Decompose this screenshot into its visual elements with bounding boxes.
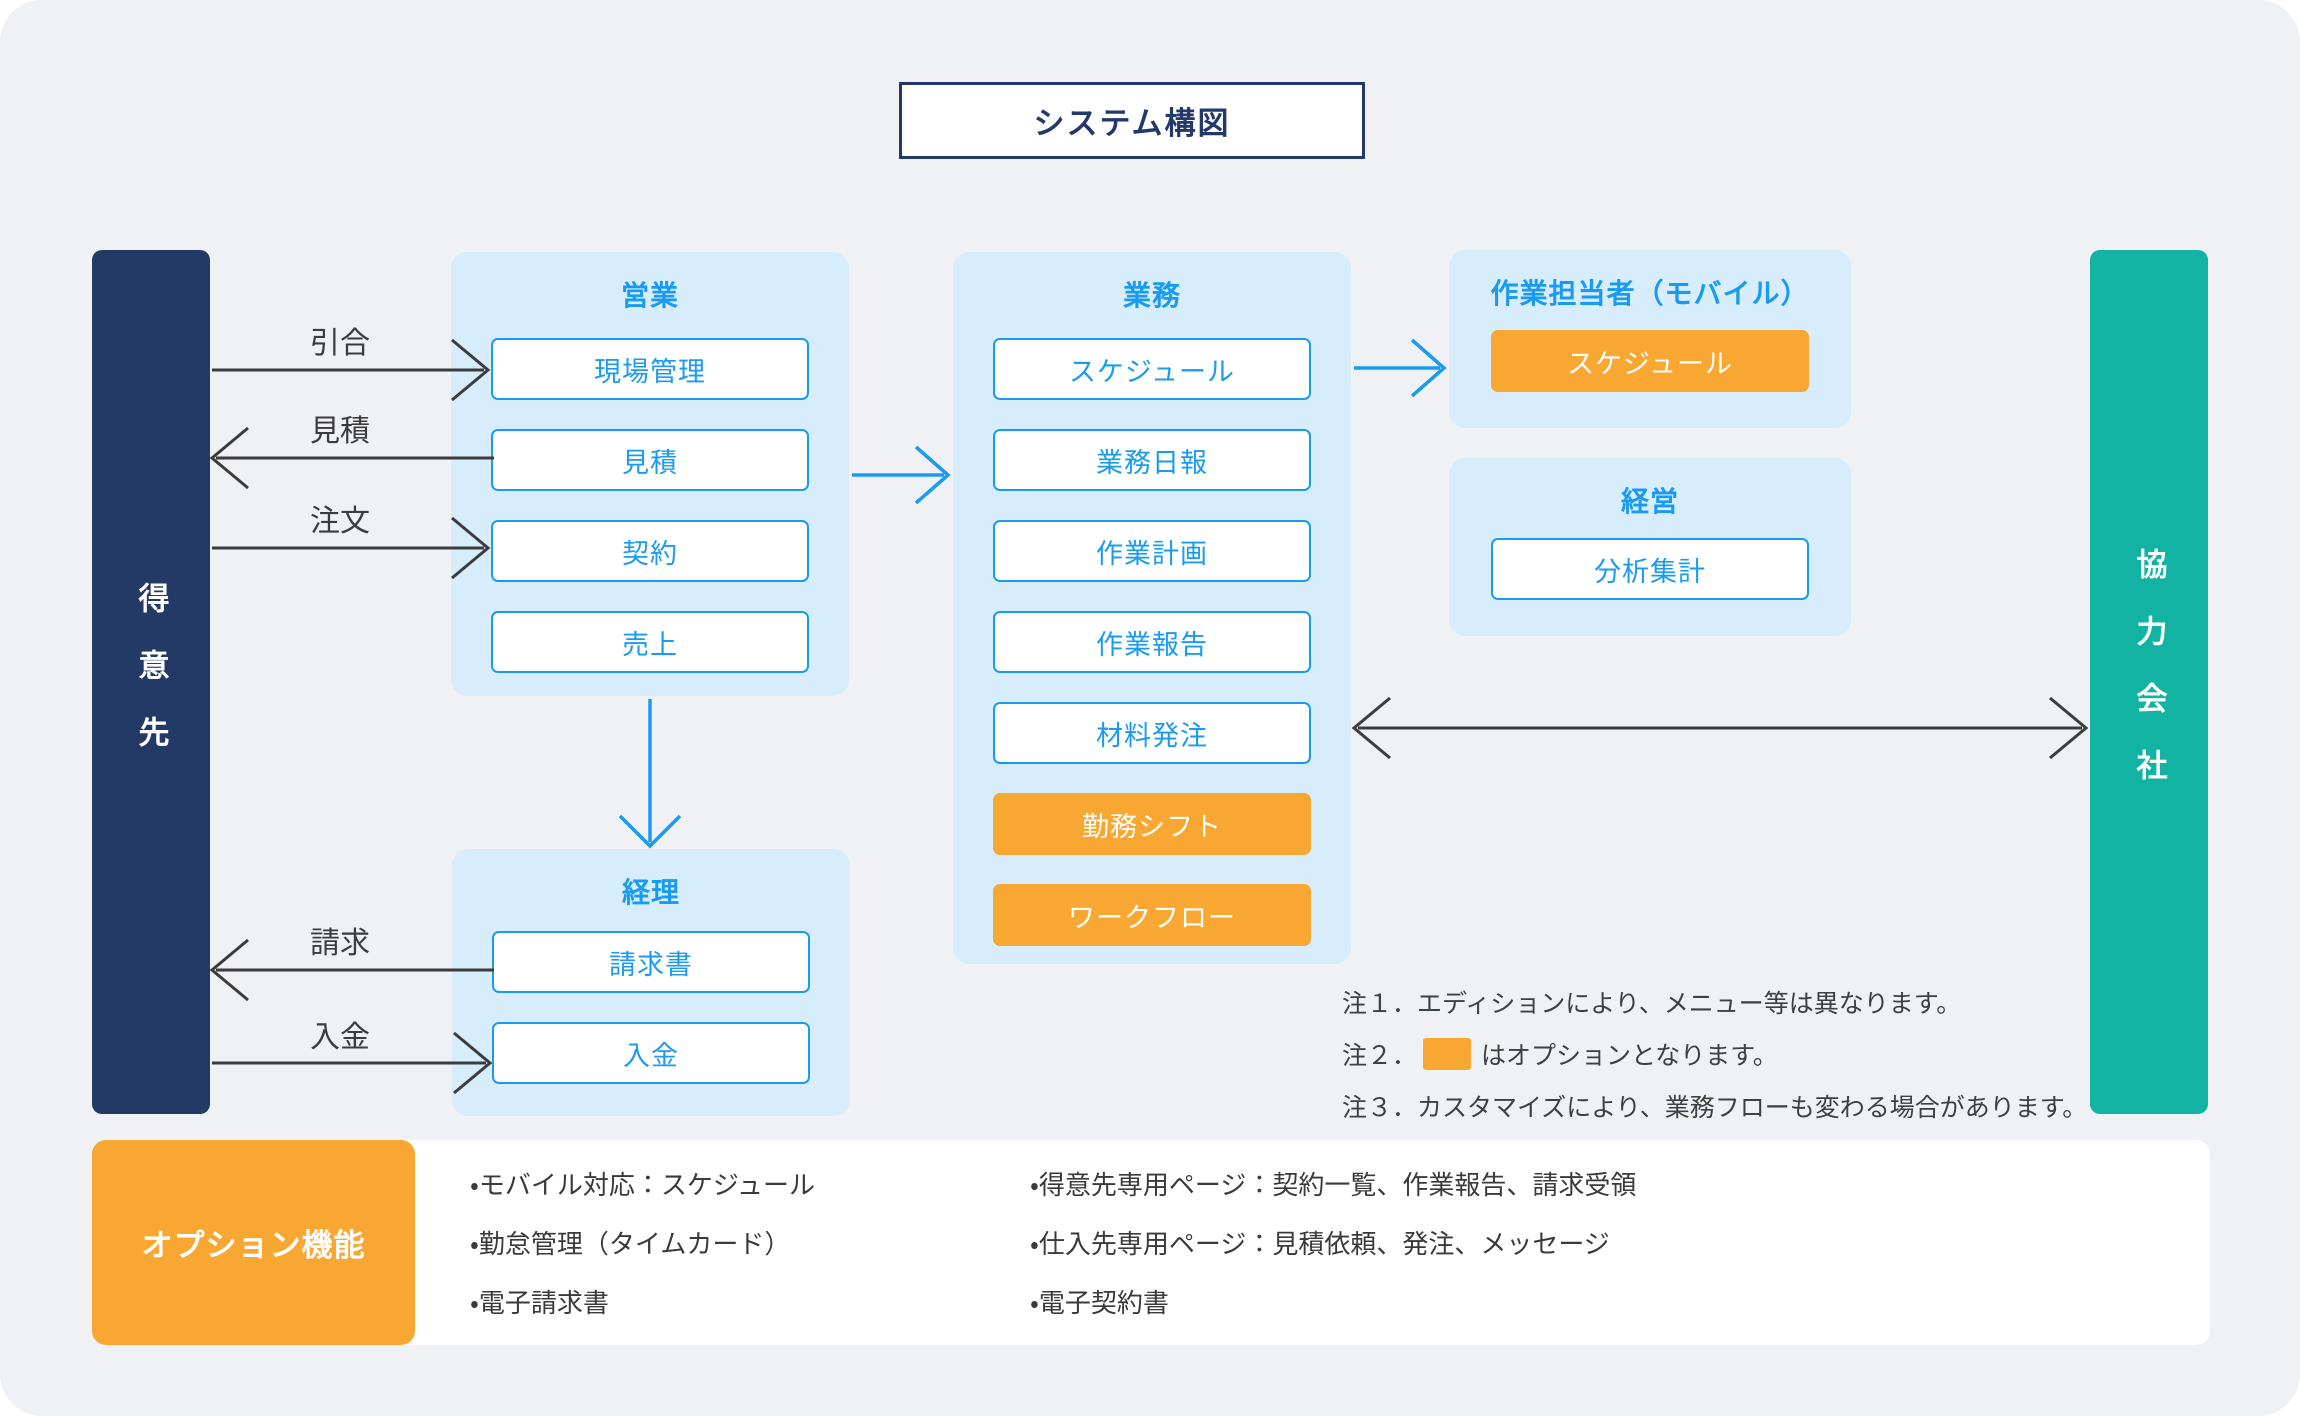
panel-management-items: 分析集計 bbox=[1491, 538, 1809, 600]
feature-box: 入金 bbox=[492, 1022, 810, 1084]
note-2: 注２． はオプションとなります。 bbox=[1342, 1038, 2087, 1070]
feature-label: 業務日報 bbox=[1096, 447, 1208, 478]
feature-box: 分析集計 bbox=[1491, 538, 1809, 600]
feature-label: 契約 bbox=[622, 538, 678, 569]
option-item: ・得意先専用ページ：契約一覧、作業報告、請求受領 bbox=[1030, 1170, 1637, 1200]
feature-box: 売上 bbox=[491, 611, 809, 673]
option-item: ・モバイル対応：スケジュール bbox=[470, 1170, 816, 1200]
partner-company-label: 協力会社 bbox=[2131, 548, 2167, 816]
panel-accounting: 経理 請求書 入金 bbox=[452, 849, 850, 1116]
options-lists: ・モバイル対応：スケジュール・勤怠管理（タイムカード） ・電子請求書 ・得意先専用… bbox=[415, 1140, 2210, 1345]
flow-label-estimate: 見積 bbox=[310, 415, 370, 448]
options-section: オプション機能 ・モバイル対応：スケジュール・勤怠管理（タイムカード） ・電子請求… bbox=[92, 1140, 2210, 1345]
feature-label: 請求書 bbox=[609, 949, 693, 980]
feature-box: 材料発注 bbox=[993, 702, 1311, 764]
feature-box: 勤務シフト bbox=[993, 793, 1311, 855]
options-column-2: ・得意先専用ページ：契約一覧、作業報告、請求受領・仕入先専用ページ：見積依頼、発… bbox=[1030, 1165, 1636, 1320]
panel-operations-title: 業務 bbox=[1122, 280, 1181, 311]
feature-label: 作業計画 bbox=[1096, 538, 1208, 569]
feature-label: 現場管理 bbox=[594, 356, 706, 387]
feature-label: 勤務シフト bbox=[1082, 811, 1222, 842]
flow-label-order: 注文 bbox=[310, 505, 370, 538]
feature-label: 入金 bbox=[623, 1040, 679, 1071]
flow-label-inquiry: 引合 bbox=[310, 327, 370, 360]
customer-bar: 得意先 bbox=[92, 250, 210, 1114]
panel-sales-items: 現場管理 見積 契約 売上 bbox=[491, 338, 809, 673]
partner-company-bar: 協力会社 bbox=[2090, 250, 2208, 1114]
feature-box: 業務日報 bbox=[993, 429, 1311, 491]
panel-operations: 業務 スケジュール 業務日報 作業計画 作業報告 材料発注 勤務シフト ワークフ… bbox=[953, 252, 1351, 964]
note-1-text: 注１．エディションにより、メニュー等は異なります。 bbox=[1342, 990, 1962, 1018]
arrow-sales-to-accounting bbox=[618, 699, 682, 849]
diagram-title: システム構図 bbox=[1033, 106, 1231, 141]
options-column-1: ・モバイル対応：スケジュール・勤怠管理（タイムカード） ・電子請求書 bbox=[470, 1165, 1030, 1320]
arrow-schedule-to-mobile bbox=[1354, 338, 1447, 398]
feature-box: 見積 bbox=[491, 429, 809, 491]
note-2-prefix: 注２． bbox=[1342, 1042, 1418, 1070]
option-item: ・仕入先専用ページ：見積依頼、発注、メッセージ bbox=[1030, 1229, 1610, 1259]
flow-label-billing: 請求 bbox=[310, 927, 370, 960]
panel-sales-title: 営業 bbox=[620, 280, 679, 311]
notes: 注１．エディションにより、メニュー等は異なります。 注２． はオプションとなりま… bbox=[1342, 986, 2087, 1142]
flow-label-payment: 入金 bbox=[310, 1021, 370, 1054]
feature-label: ワークフロー bbox=[1068, 902, 1236, 933]
panel-mobile-worker: 作業担当者（モバイル） スケジュール bbox=[1449, 250, 1851, 428]
panel-accounting-items: 請求書 入金 bbox=[492, 931, 810, 1084]
note-3-text: 注３．カスタマイズにより、業務フローも変わる場合があります。 bbox=[1342, 1094, 2088, 1122]
feature-label: 売上 bbox=[622, 629, 678, 660]
note-2-suffix: はオプションとなります。 bbox=[1481, 1042, 1778, 1070]
panel-accounting-title: 経理 bbox=[621, 877, 680, 908]
feature-box: 作業報告 bbox=[993, 611, 1311, 673]
feature-box: ワークフロー bbox=[993, 884, 1311, 946]
option-item: ・電子契約書 bbox=[1030, 1288, 1169, 1318]
feature-box: スケジュール bbox=[1491, 330, 1809, 392]
option-color-swatch bbox=[1423, 1038, 1472, 1070]
note-1: 注１．エディションにより、メニュー等は異なります。 bbox=[1342, 986, 2087, 1018]
feature-label: 材料発注 bbox=[1096, 720, 1208, 751]
panel-management: 経営 分析集計 bbox=[1449, 458, 1851, 636]
feature-box: 請求書 bbox=[492, 931, 810, 993]
panel-operations-items: スケジュール 業務日報 作業計画 作業報告 材料発注 勤務シフト ワークフロー bbox=[993, 338, 1311, 946]
panel-management-title: 経営 bbox=[1620, 486, 1679, 517]
feature-box: 現場管理 bbox=[491, 338, 809, 400]
feature-box: 契約 bbox=[491, 520, 809, 582]
panel-mobile-worker-items: スケジュール bbox=[1491, 330, 1809, 392]
feature-label: スケジュール bbox=[1566, 348, 1734, 379]
option-item: ・勤怠管理（タイムカード） bbox=[470, 1229, 791, 1259]
option-item: ・電子請求書 bbox=[470, 1288, 609, 1318]
arrow-sales-to-operations bbox=[852, 445, 951, 505]
note-3: 注３．カスタマイズにより、業務フローも変わる場合があります。 bbox=[1342, 1090, 2087, 1122]
feature-label: スケジュール bbox=[1068, 356, 1236, 387]
customer-label: 得意先 bbox=[133, 581, 169, 783]
feature-label: 分析集計 bbox=[1594, 556, 1706, 587]
arrow-materials-partner bbox=[1351, 696, 2089, 760]
feature-box: スケジュール bbox=[993, 338, 1311, 400]
feature-label: 作業報告 bbox=[1096, 629, 1208, 660]
feature-label: 見積 bbox=[622, 447, 678, 478]
feature-box: 作業計画 bbox=[993, 520, 1311, 582]
options-heading-label: オプション機能 bbox=[141, 1228, 366, 1263]
options-heading-box: オプション機能 bbox=[92, 1140, 415, 1345]
panel-sales: 営業 現場管理 見積 契約 売上 bbox=[451, 252, 849, 696]
panel-mobile-worker-title: 作業担当者（モバイル） bbox=[1490, 278, 1810, 309]
diagram-title-box: システム構図 bbox=[899, 82, 1365, 159]
